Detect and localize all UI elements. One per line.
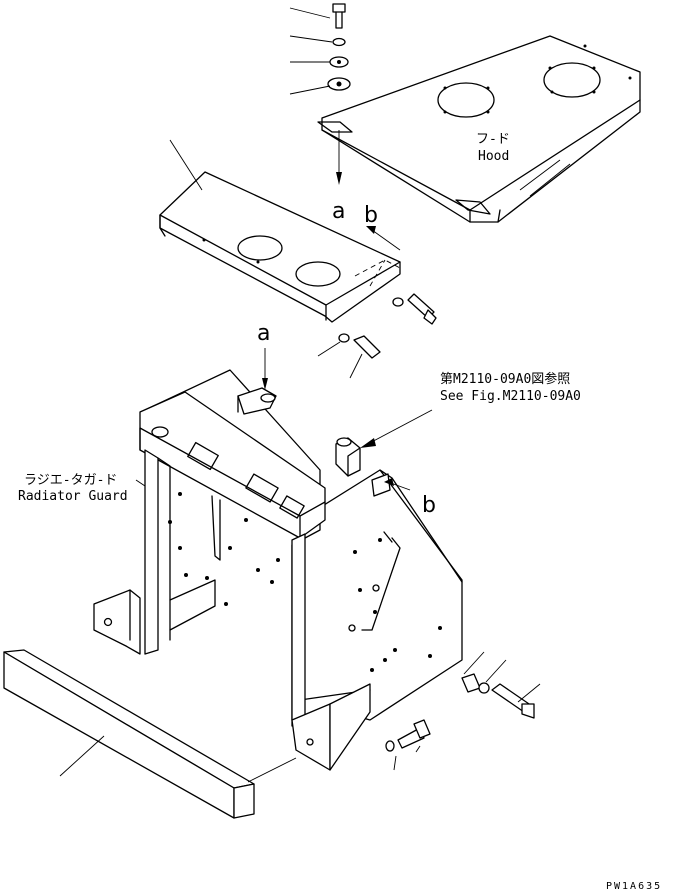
side-fasteners bbox=[385, 651, 541, 771]
top-cover-panel bbox=[159, 139, 401, 323]
radiator-en-label: Radiator Guard bbox=[18, 489, 128, 504]
hinge-bracket-left bbox=[237, 387, 277, 415]
bottom-cross-beam bbox=[3, 649, 297, 819]
arrow-a-lower bbox=[262, 348, 268, 390]
hood-fasteners bbox=[289, 3, 351, 185]
hood-en-label: Hood bbox=[478, 149, 509, 164]
reference-arrow bbox=[360, 409, 433, 448]
radiator-jp-label: ラジエ-タガ-ド bbox=[24, 473, 117, 488]
hood-jp-label: フ-ド bbox=[476, 132, 510, 147]
drawing-code: PW1A635 bbox=[606, 881, 662, 892]
marker-a-upper: a bbox=[332, 199, 345, 224]
marker-b-lower: b bbox=[422, 493, 436, 518]
radiator-leader bbox=[135, 479, 146, 487]
ref-jp-label: 第M2110-09A0図参照 bbox=[440, 371, 570, 387]
hinge-bracket-right bbox=[335, 437, 361, 477]
arrow-b-upper bbox=[366, 226, 401, 251]
marker-b-upper: b bbox=[364, 203, 378, 228]
cover-fasteners bbox=[317, 293, 437, 379]
arrow-b-lower-group bbox=[371, 473, 411, 497]
hood-panel bbox=[317, 35, 641, 223]
marker-a-lower: a bbox=[257, 321, 270, 346]
radiator-guard bbox=[93, 369, 463, 771]
ref-en-label: See Fig.M2110-09A0 bbox=[440, 389, 581, 404]
